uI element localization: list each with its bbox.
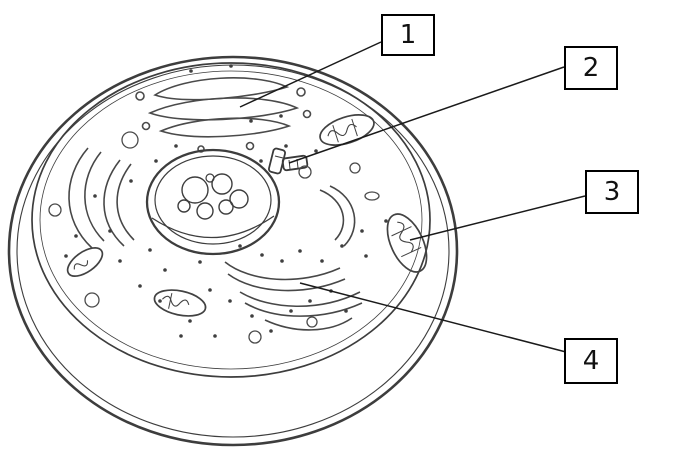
leader-line-4 (299, 282, 567, 353)
label-box-2: 2 (564, 46, 618, 90)
leader-line-3 (409, 195, 586, 241)
label-number-2: 2 (582, 53, 600, 83)
label-box-3: 3 (585, 170, 639, 214)
centrioles-drawing (268, 147, 309, 175)
cell-membrane-outline (7, 55, 459, 447)
golgi-apparatus-drawing (135, 77, 312, 153)
label-box-4: 4 (564, 338, 618, 384)
label-number-1: 1 (399, 20, 417, 50)
ribosome-dots (64, 64, 388, 338)
leader-line-1 (239, 41, 382, 108)
vesicle-drawing (48, 131, 380, 344)
nucleus-drawing (145, 148, 281, 256)
leader-line-2 (288, 66, 565, 164)
label-box-1: 1 (381, 14, 435, 56)
endoplasmic-reticulum-drawing (68, 147, 363, 331)
label-number-4: 4 (582, 346, 600, 376)
label-number-3: 3 (603, 177, 621, 207)
mitochondrion-drawing (66, 114, 428, 317)
